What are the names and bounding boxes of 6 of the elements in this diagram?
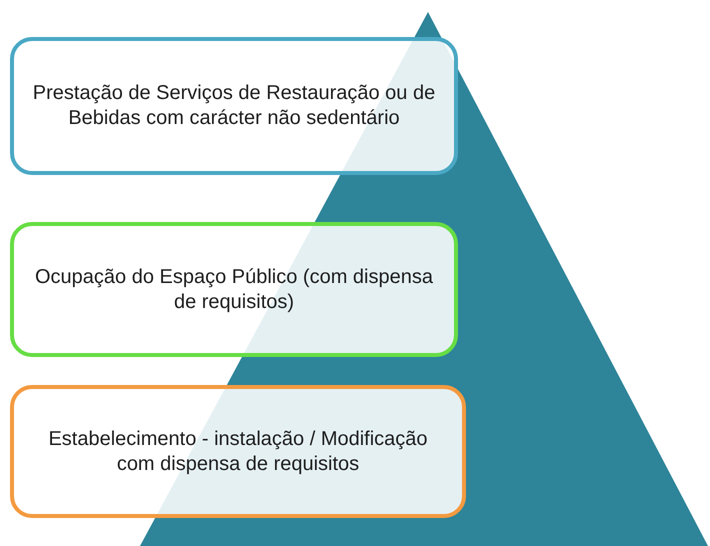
box-text: Prestação de Serviços de Restauração ou de Bebidas com carácter não sedentário (32, 81, 436, 131)
text-box (10, 37, 458, 175)
text-box (10, 222, 458, 357)
box-text: Ocupação do Espaço Público (com dispensa de requisitos) (34, 264, 434, 314)
box-text: Estabelecimento - instalação / Modificação com dispensa de requisitos (47, 426, 429, 476)
text-box (10, 385, 466, 518)
